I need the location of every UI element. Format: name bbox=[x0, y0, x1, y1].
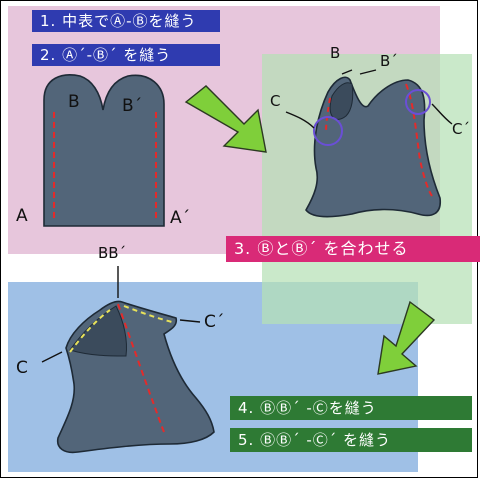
pointer-arrow-c-prime-bottom bbox=[179, 319, 201, 323]
marker-circle-c bbox=[313, 116, 343, 146]
pointer-arrow-c-bottom bbox=[41, 351, 63, 363]
step-2-label: 2. Ⓐ´-Ⓑ´ を縫う bbox=[32, 44, 220, 66]
step-5-label: 5. ⒷⒷ´ -Ⓒ´ を縫う bbox=[230, 428, 472, 452]
label-b-step3: B bbox=[330, 44, 341, 62]
label-bb-prime: BB´ bbox=[98, 244, 127, 262]
step-3-label: 3. ⒷとⒷ´ を合わせる bbox=[226, 236, 480, 262]
pointer-arrow-b-prime bbox=[359, 69, 377, 75]
folded-piece-step3 bbox=[305, 76, 442, 218]
label-b-prime: B´ bbox=[122, 96, 143, 116]
label-a: A bbox=[16, 206, 28, 226]
step-1-label: 1. 中表でⒶ-Ⓑを縫う bbox=[32, 10, 220, 32]
hood-seam-red bbox=[117, 303, 165, 433]
hood-inner bbox=[69, 305, 127, 357]
hood-seam-yellow-right bbox=[123, 305, 173, 323]
step-arrow-1 bbox=[184, 85, 267, 153]
pointer-arrow-b bbox=[341, 69, 353, 75]
step-arrow-2 bbox=[377, 300, 436, 375]
hood-piece-step4-5 bbox=[56, 300, 215, 454]
label-c-prime-step5: C´ bbox=[204, 312, 225, 332]
flat-pattern-piece bbox=[43, 74, 165, 227]
pointer-arrow-c bbox=[285, 111, 315, 129]
label-b-prime-step3: B´ bbox=[380, 52, 398, 70]
label-a-prime: A´ bbox=[170, 208, 191, 228]
seam-step3-left bbox=[325, 97, 331, 133]
label-c-prime-step3: C´ bbox=[452, 120, 470, 138]
pointer-arrow-c-prime bbox=[431, 103, 453, 125]
marker-circle-c-prime bbox=[405, 89, 431, 115]
label-b: B bbox=[68, 92, 80, 112]
label-c-step3: C bbox=[270, 92, 281, 110]
label-c-step4: C bbox=[16, 358, 28, 378]
hood-seam-yellow-left bbox=[69, 309, 111, 353]
step-4-label: 4. ⒷⒷ´ -Ⓒを縫う bbox=[230, 396, 472, 420]
